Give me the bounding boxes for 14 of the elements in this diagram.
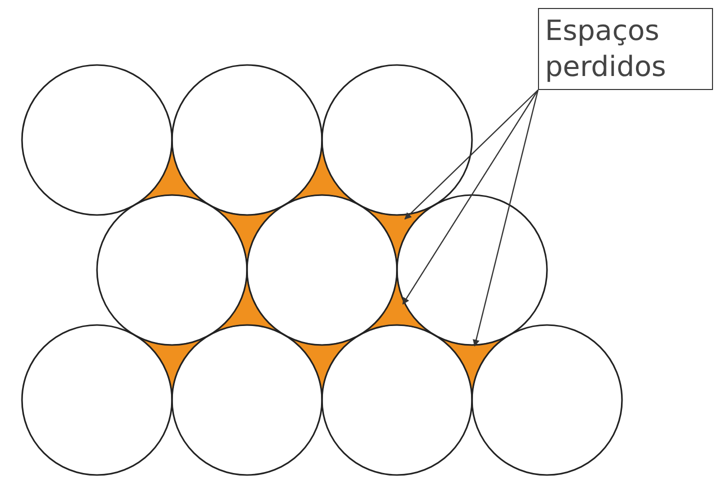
circle (471, 324, 623, 476)
circle (171, 64, 323, 216)
label-box: Espaços perdidos (538, 8, 713, 90)
circle (171, 324, 323, 476)
circle (21, 324, 173, 476)
circle (246, 194, 398, 346)
leader-line (404, 90, 538, 220)
leader-line (402, 90, 538, 305)
circle (96, 194, 248, 346)
leader-line (472, 90, 539, 347)
circle (396, 194, 548, 346)
circle (21, 64, 173, 216)
circle (321, 324, 473, 476)
circle (321, 64, 473, 216)
